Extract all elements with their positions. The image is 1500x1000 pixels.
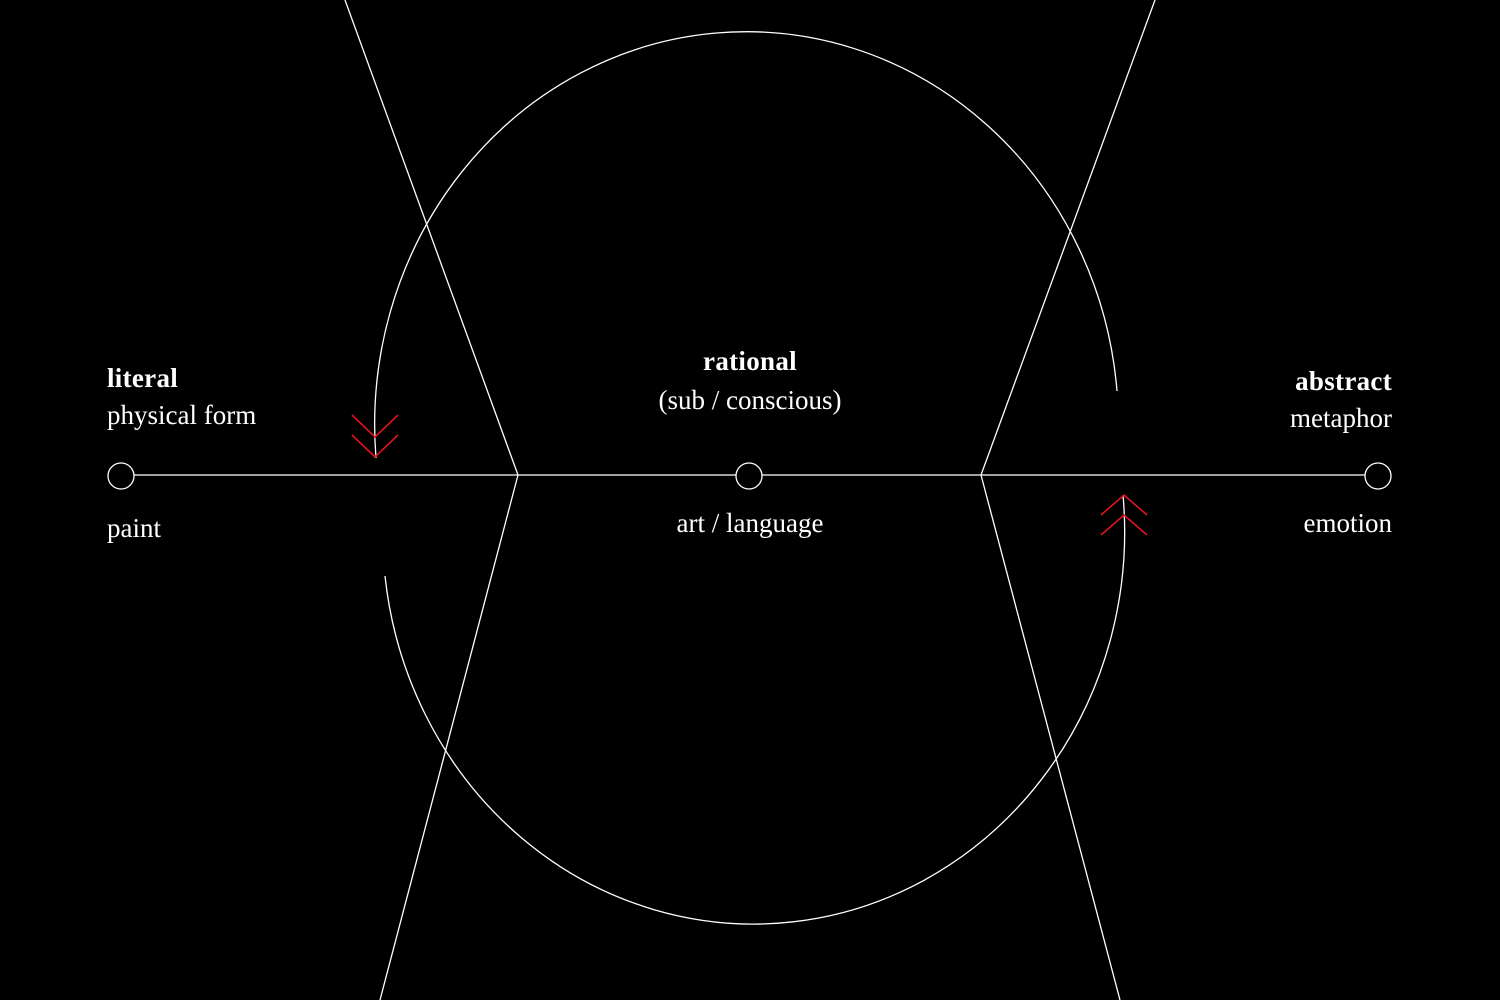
left-lower-diagonal [379,474,519,1000]
lower-cycle-arc [384,494,1126,925]
left-below-label: paint [107,513,161,543]
right-node [1364,462,1392,490]
left-upper-diagonal [344,0,519,476]
double-chevron-down-icon [351,414,399,459]
cycle-arcs [373,31,1126,925]
right-upper-diagonal [980,0,1156,476]
upper-cycle-arc [373,31,1118,459]
axis-nodes [107,462,1392,490]
right-subtitle: metaphor [1290,403,1392,433]
double-chevron-up-icon [1100,493,1148,536]
right-below-label: emotion [1304,508,1393,538]
right-lower-diagonal [980,474,1121,1000]
right-title: abstract [1295,366,1392,396]
center-below-label: art / language [677,508,824,538]
center-node [735,462,763,490]
center-subtitle: (sub / conscious) [659,385,842,415]
center-label-group: rational (sub / conscious) art / languag… [659,346,842,538]
boundary-lines [344,0,1156,1000]
left-title: literal [107,363,178,393]
center-title: rational [703,346,797,376]
left-label-group: literal physical form paint [107,363,256,543]
left-node [107,462,135,490]
left-subtitle: physical form [107,400,256,430]
right-label-group: abstract metaphor emotion [1290,366,1392,538]
